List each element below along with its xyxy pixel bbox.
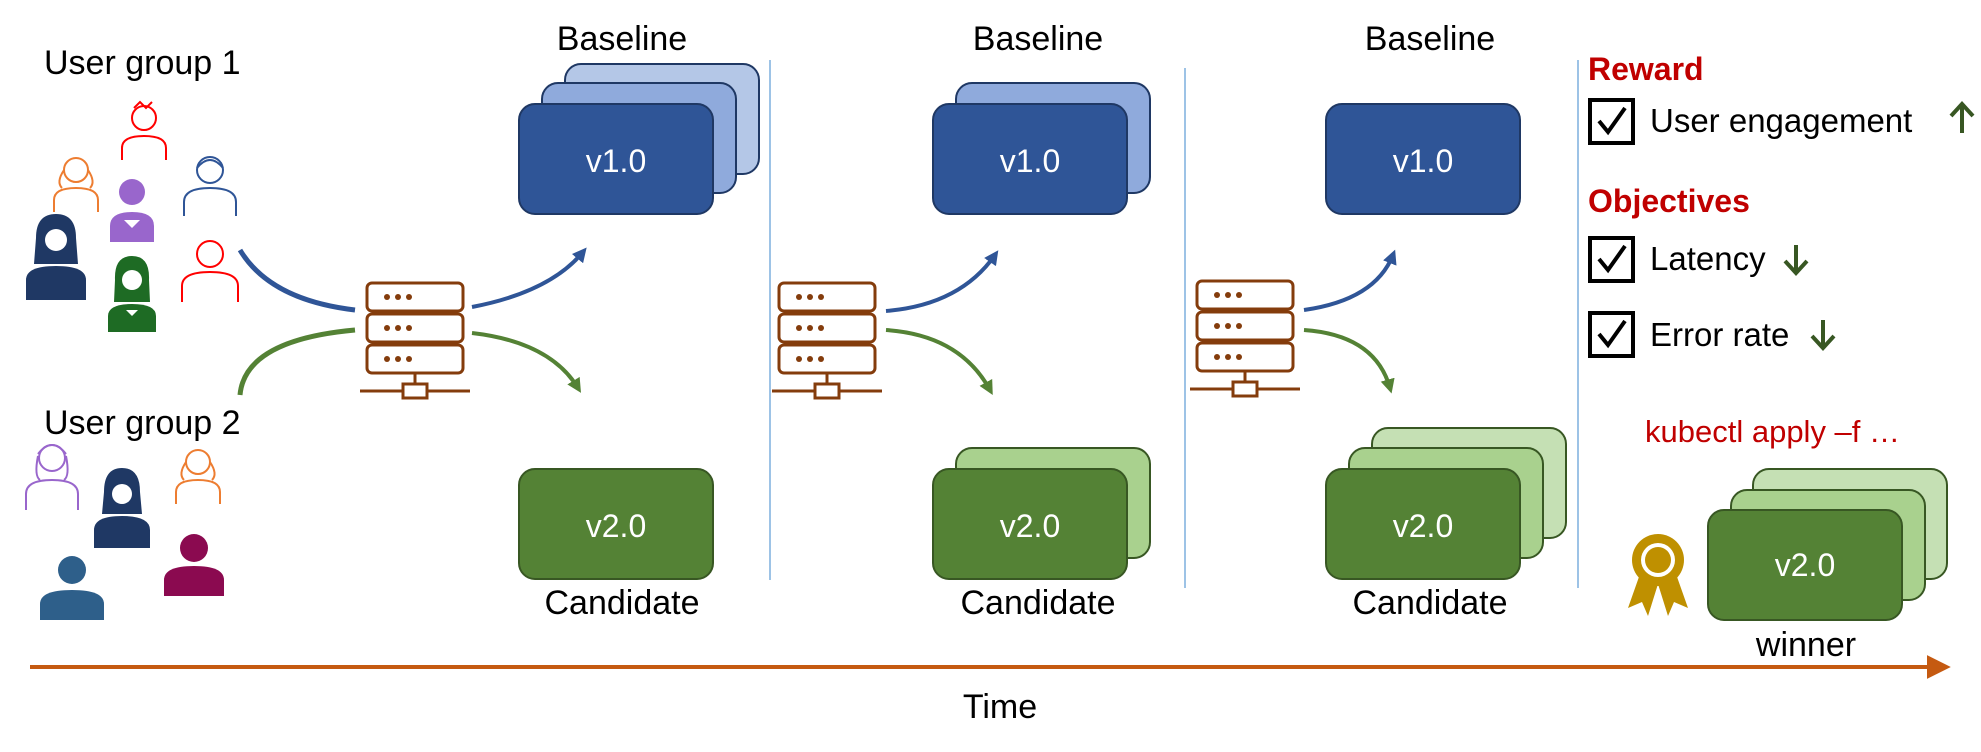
reward-heading: Reward [1588,51,1704,87]
checkmark-icon [1597,244,1627,274]
candidate-label: Candidate [544,584,700,622]
checkmark-icon [1597,106,1627,136]
time-axis-label: Time [962,688,1038,726]
route-to-candidate-arrow [471,331,581,393]
candidate-label: Candidate [1352,584,1508,622]
reward-checkbox [1588,98,1635,145]
user-icon [26,214,86,300]
baseline-replica [932,103,1128,215]
objective-checkbox [1588,311,1635,358]
route-to-baseline-arrow [1303,249,1397,312]
user-icon [121,100,167,160]
candidate-replica [518,468,714,580]
route-to-candidate-arrow [1303,328,1395,394]
traffic-flow-arrow [237,327,356,396]
baseline-label: Baseline [556,20,688,58]
user-group-2-label: User group 2 [44,404,241,442]
baseline-version: v1.0 [999,143,1061,179]
baseline-replica [518,103,714,215]
load-balancer-server-icon [772,281,882,400]
traffic-flow-arrow [237,248,356,313]
user-icon [164,534,224,596]
arrow-down-icon [1783,245,1809,276]
route-to-baseline-arrow [885,250,999,313]
user-icon [175,449,221,504]
user-icon [108,256,156,332]
load-balancer-server-icon [1190,279,1300,398]
candidate-version: v2.0 [585,508,647,544]
baseline-version: v1.0 [1392,143,1454,179]
objective-item-label: Error rate [1650,316,1790,353]
winner-replica [1707,509,1903,621]
route-to-candidate-arrow [885,328,993,396]
checkmark-icon [1597,319,1627,349]
objective-checkbox [1588,236,1635,283]
arrow-up-icon [1949,101,1975,133]
baseline-version: v1.0 [585,143,647,179]
reward-item-label: User engagement [1650,102,1913,139]
baseline-label: Baseline [1364,20,1496,58]
award-medal-icon [1628,534,1688,616]
objective-item-label: Latency [1650,240,1766,277]
user-icon [53,157,99,212]
candidate-version: v2.0 [1392,508,1454,544]
kubectl-command: kubectl apply –f … [1645,414,1901,449]
winner-label: winner [1755,626,1857,664]
user-icon [183,156,237,216]
candidate-replica [1325,468,1521,580]
baseline-replica [1325,103,1521,215]
arrow-down-icon [1810,320,1836,351]
candidate-version: v2.0 [999,508,1061,544]
candidate-replica [932,468,1128,580]
user-icon [110,179,154,242]
user-icon [25,444,79,510]
user-icon [181,240,239,302]
candidate-label: Candidate [960,584,1116,622]
winner-version: v2.0 [1774,547,1836,583]
user-icon [40,556,104,620]
baseline-label: Baseline [972,20,1104,58]
objectives-heading: Objectives [1588,183,1750,219]
user-group-1-label: User group 1 [44,44,241,82]
route-to-baseline-arrow [471,247,587,309]
user-icon [94,468,150,548]
load-balancer-server-icon [360,281,470,400]
